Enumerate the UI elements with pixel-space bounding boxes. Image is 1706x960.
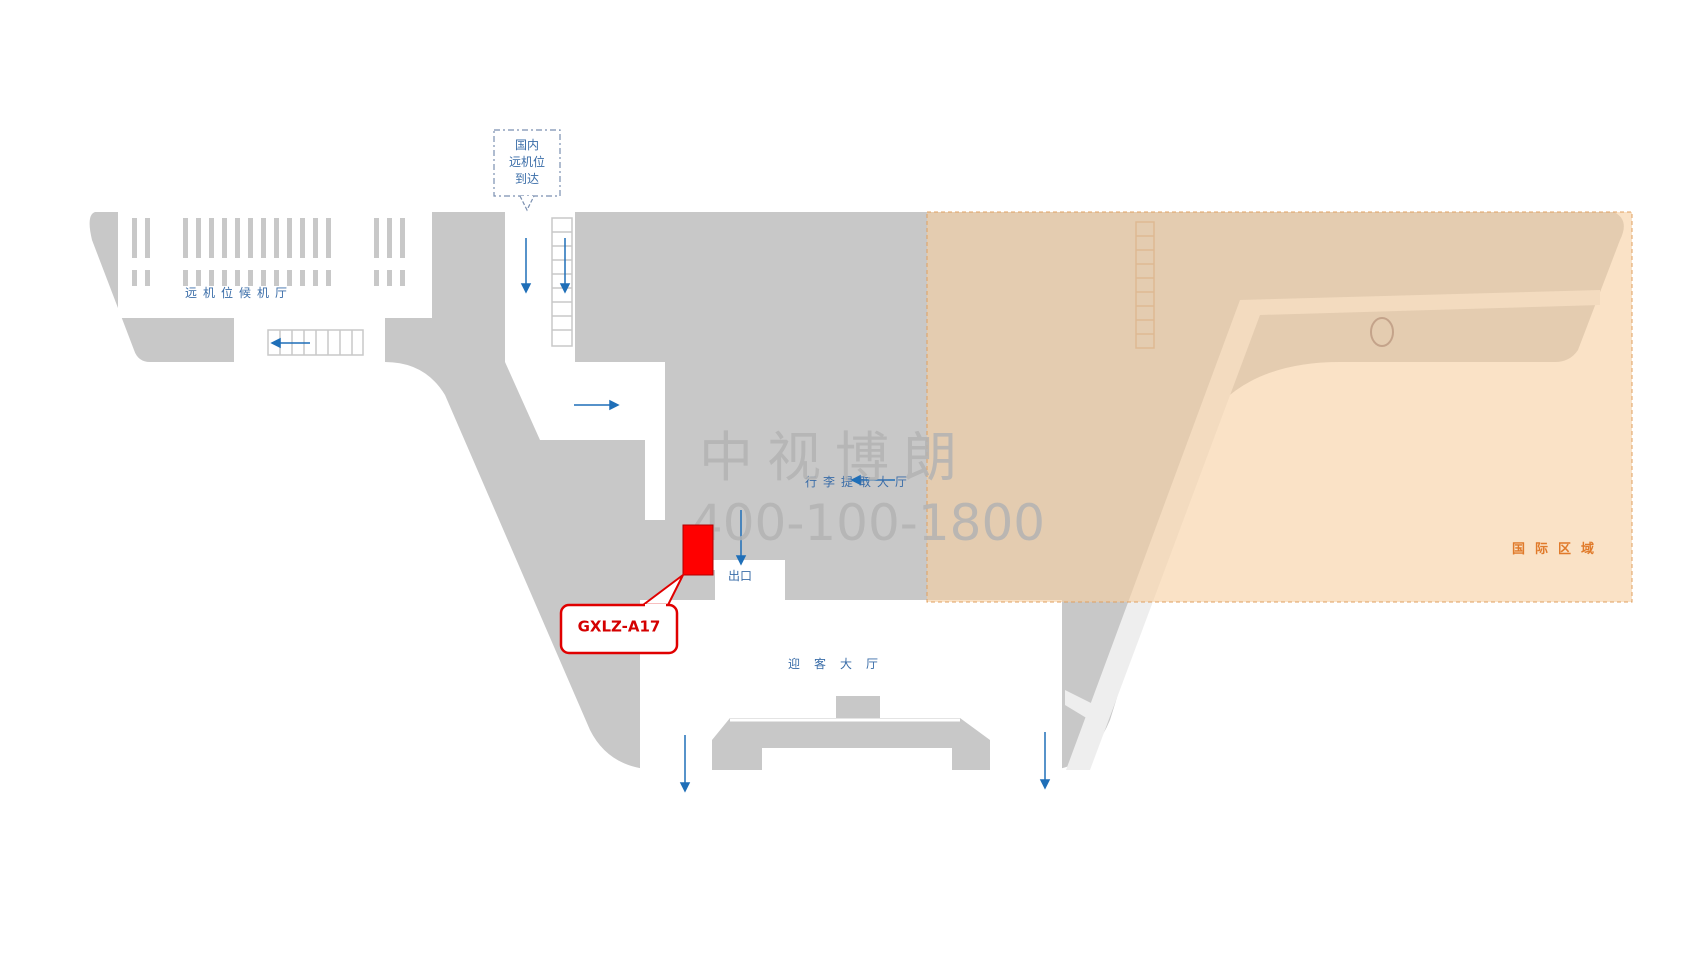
remote-arrival-callout bbox=[493, 129, 561, 212]
escalator-remote-hall bbox=[267, 329, 364, 356]
remote-arrival-line1: 国内 bbox=[515, 138, 539, 152]
remote-gate-hall-label: 远机位候机厅 bbox=[185, 285, 293, 300]
remote-arrival-line3: 到达 bbox=[515, 172, 539, 186]
ad-spot-callout[interactable] bbox=[559, 603, 679, 655]
baggage-claim-label: 行李提取大厅 bbox=[805, 474, 913, 489]
gate-seating-rows bbox=[132, 218, 405, 286]
baggage-office-block bbox=[785, 552, 925, 600]
greeting-hall-exit bbox=[712, 718, 990, 778]
greeting-hall-label: 迎客大厅 bbox=[788, 656, 892, 671]
escalator-corridor bbox=[551, 217, 573, 347]
intl-area-label: 国际区域 bbox=[1512, 541, 1604, 557]
ad-spot-marker[interactable] bbox=[682, 524, 714, 576]
exit-door-block bbox=[836, 696, 880, 720]
ad-spot-code: GXLZ-A17 bbox=[578, 618, 661, 636]
intl-area-overlay bbox=[926, 211, 1633, 603]
remote-arrival-line2: 远机位 bbox=[509, 154, 545, 169]
watermark-phone: 400-100-1800 bbox=[691, 494, 1045, 552]
intl-walkway-spur bbox=[1065, 690, 1105, 725]
intl-round-feature bbox=[1370, 317, 1394, 347]
watermark-company: 中视博朗 bbox=[699, 426, 971, 489]
flow-arrows bbox=[270, 238, 1051, 793]
exit-label: 出口 bbox=[728, 569, 752, 583]
